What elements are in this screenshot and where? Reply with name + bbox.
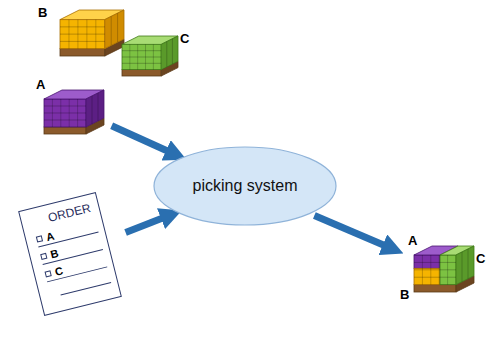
pallet-label: C bbox=[476, 252, 485, 265]
pallet-drawing bbox=[36, 4, 128, 60]
flow-arrow bbox=[112, 126, 171, 152]
document-title: ORDER bbox=[47, 201, 92, 225]
order-document: ORDER ABC bbox=[18, 192, 122, 316]
pallet-label: A bbox=[36, 78, 45, 91]
bullet bbox=[36, 235, 43, 242]
document-heading: ORDER bbox=[30, 200, 94, 229]
bullet bbox=[45, 270, 52, 277]
item-text: A bbox=[45, 230, 56, 244]
item-text: C bbox=[54, 265, 65, 279]
blank-line bbox=[58, 271, 112, 296]
order-item: A bbox=[35, 218, 99, 248]
pallet-label: B bbox=[38, 6, 47, 19]
flow-arrow bbox=[126, 217, 166, 232]
pallet-label: C bbox=[180, 32, 189, 45]
mixed-pallet: A C B bbox=[398, 234, 486, 306]
pallet: B bbox=[36, 4, 128, 60]
process-label: picking system bbox=[193, 177, 298, 195]
process-ellipse: picking system bbox=[153, 146, 337, 226]
pallet: C bbox=[120, 30, 194, 78]
item-text: B bbox=[49, 247, 60, 261]
pallet: A bbox=[32, 78, 108, 136]
bullet bbox=[40, 253, 47, 260]
pallet-label: B bbox=[400, 288, 409, 301]
pallet-label: A bbox=[408, 234, 417, 247]
flow-arrow bbox=[314, 216, 387, 247]
